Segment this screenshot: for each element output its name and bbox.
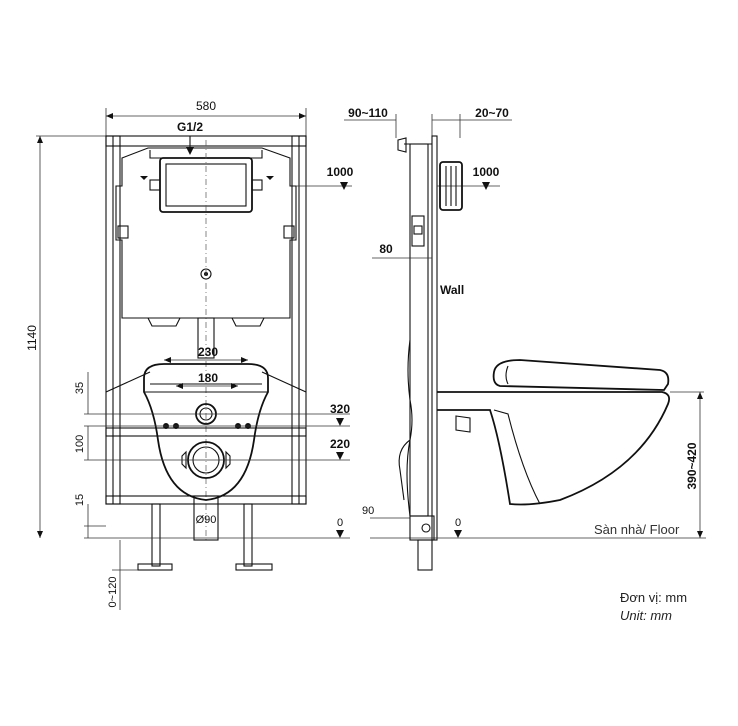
level-220-label: 220 (330, 437, 350, 451)
side-tank-level-label: 1000 (473, 165, 500, 179)
unit-vi-label: Đơn vị: mm (620, 590, 687, 605)
unit-en-label: Unit: mm (620, 608, 672, 623)
level-80-label: 80 (379, 242, 393, 256)
tank-level-label: 1000 (327, 165, 354, 179)
outlet-diameter-label: Ø90 (196, 514, 217, 526)
depth-label: 90~110 (348, 106, 388, 120)
wall-label: Wall (440, 283, 464, 297)
floor-label: Sàn nhà/ Floor (594, 522, 680, 537)
level-0-label: 0 (337, 517, 343, 529)
front-view: 580 1140 G1/2 (25, 99, 354, 610)
bowl-inner-label: 180 (198, 371, 218, 385)
width-label: 580 (196, 99, 216, 113)
foot-adjust-label: 0~120 (107, 577, 119, 608)
side-level-0-label: 0 (455, 517, 461, 529)
height-label: 1140 (25, 325, 39, 351)
offset-label: 20~70 (475, 106, 509, 120)
side-view: 90~110 20~70 1000 80 Wall (344, 106, 706, 571)
gap-15-label: 15 (74, 494, 86, 506)
base-90-label: 90 (362, 505, 374, 517)
inlet-label: G1/2 (177, 120, 203, 134)
level-320-label: 320 (330, 402, 350, 416)
bowl-width-label: 230 (198, 345, 218, 359)
height-range-label: 390~420 (685, 442, 699, 489)
gap-35-label: 35 (74, 382, 86, 394)
gap-100-label: 100 (74, 435, 86, 453)
